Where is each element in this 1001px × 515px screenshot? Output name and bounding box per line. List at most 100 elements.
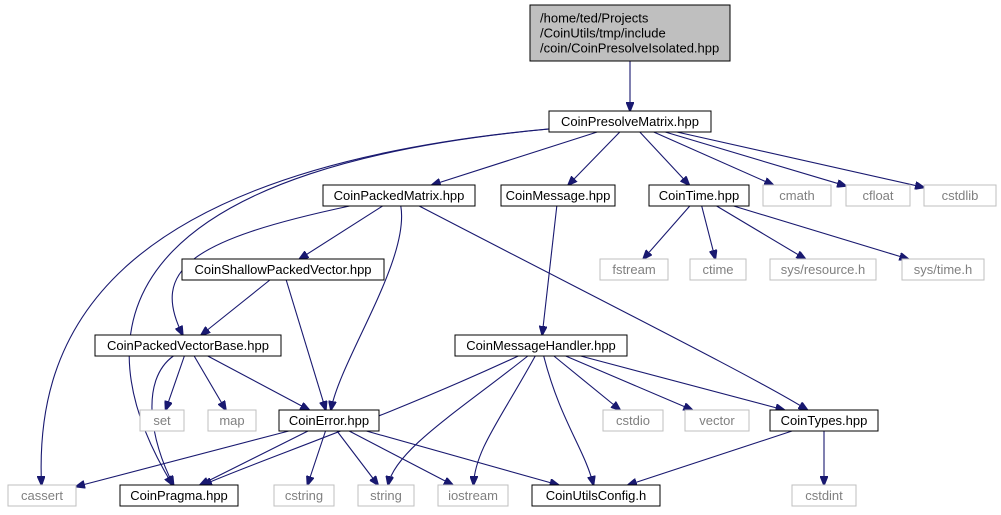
- node-types[interactable]: CoinTypes.hpp: [769, 409, 879, 432]
- node-box: [273, 484, 335, 507]
- node-label: cstring: [285, 488, 323, 503]
- edge-shallow_packed_vector-to-error: [285, 279, 326, 410]
- node-label: CoinTime.hpp: [659, 188, 739, 203]
- edge-presolve_matrix-to-packed_matrix: [432, 131, 598, 185]
- edge-time-to-sys_time: [733, 205, 909, 259]
- node-cstdio: cstdio: [602, 409, 664, 432]
- node-label: cmath: [779, 188, 814, 203]
- node-box: [923, 184, 997, 207]
- node-box: [689, 258, 747, 281]
- node-pragma[interactable]: CoinPragma.hpp: [119, 484, 239, 507]
- node-box: [684, 409, 750, 432]
- edge-message_handler-to-string: [388, 355, 529, 485]
- node-message[interactable]: CoinMessage.hpp: [500, 184, 616, 207]
- node-error[interactable]: CoinError.hpp: [278, 409, 380, 432]
- node-time[interactable]: CoinTime.hpp: [648, 184, 750, 207]
- edge-error-to-string: [336, 430, 378, 485]
- node-box: [454, 334, 628, 357]
- node-box: [531, 484, 661, 507]
- edge-message_handler-to-pragma: [203, 355, 519, 485]
- edge-message_handler-to-utils_config: [543, 355, 594, 485]
- node-presolve-matrix[interactable]: CoinPresolveMatrix.hpp: [548, 110, 712, 133]
- edge-packed_matrix-to-shallow_packed_vector: [299, 205, 383, 259]
- node-box: [181, 258, 385, 281]
- node-label: CoinPresolveMatrix.hpp: [561, 114, 699, 129]
- node-label: ctime: [702, 262, 733, 277]
- node-label: cstdint: [805, 488, 843, 503]
- node-label: cstdlib: [942, 188, 979, 203]
- edge-packed_matrix-to-types: [418, 205, 807, 410]
- node-label: cstdio: [616, 413, 650, 428]
- node-box: [548, 110, 712, 133]
- node-packed-vector-base[interactable]: CoinPackedVectorBase.hpp: [94, 334, 282, 357]
- node-sys-time: sys/time.h: [901, 258, 985, 281]
- edge-packed_vector_base-to-map: [193, 355, 226, 410]
- node-label: CoinMessageHandler.hpp: [466, 338, 616, 353]
- node-box: [94, 334, 282, 357]
- edge-message_handler-to-types: [580, 355, 785, 410]
- node-label: CoinPragma.hpp: [130, 488, 228, 503]
- node-ctime: ctime: [689, 258, 747, 281]
- node-box: [207, 409, 257, 432]
- node-box: [602, 409, 664, 432]
- node-packed-matrix[interactable]: CoinPackedMatrix.hpp: [322, 184, 476, 207]
- node-fstream: fstream: [599, 258, 669, 281]
- node-message-handler[interactable]: CoinMessageHandler.hpp: [454, 334, 628, 357]
- edge-message_handler-to-iostream: [473, 355, 536, 485]
- edge-packed_matrix-to-error: [331, 205, 403, 410]
- node-box: [139, 409, 185, 432]
- node-label: vector: [699, 413, 735, 428]
- node-cstdlib: cstdlib: [923, 184, 997, 207]
- edge-presolve_matrix-to-cstdlib: [676, 131, 924, 187]
- node-box: [769, 409, 879, 432]
- node-label: CoinPackedMatrix.hpp: [334, 188, 465, 203]
- node-vector: vector: [684, 409, 750, 432]
- node-label: CoinTypes.hpp: [781, 413, 868, 428]
- node-label: iostream: [448, 488, 498, 503]
- node-label: /home/ted/Projects: [540, 11, 649, 26]
- edge-packed_vector_base-to-set: [166, 355, 185, 410]
- edge-error-to-cassert: [76, 430, 289, 487]
- node-box: [599, 258, 669, 281]
- node-cmath: cmath: [762, 184, 832, 207]
- edge-error-to-pragma: [200, 430, 309, 485]
- node-box: [845, 184, 911, 207]
- edge-packed_vector_base-to-error: [207, 355, 310, 410]
- edge-message_handler-to-cstdio: [553, 355, 620, 410]
- edge-message_handler-to-vector: [565, 355, 693, 410]
- node-label: CoinUtilsConfig.h: [546, 488, 646, 503]
- node-sys-resource: sys/resource.h: [769, 258, 877, 281]
- node-set: set: [139, 409, 185, 432]
- node-cstring: cstring: [273, 484, 335, 507]
- node-box: [322, 184, 476, 207]
- edge-presolve_matrix-to-message: [568, 131, 621, 185]
- edge-layer: [41, 61, 924, 487]
- node-box: [119, 484, 239, 507]
- node-label: CoinError.hpp: [289, 413, 369, 428]
- node-label: sys/resource.h: [781, 262, 866, 277]
- node-string: string: [357, 484, 415, 507]
- node-box: [648, 184, 750, 207]
- node-label: sys/time.h: [914, 262, 973, 277]
- edge-presolve_matrix-to-cfloat: [665, 131, 846, 186]
- node-shallow-packed-vector[interactable]: CoinShallowPackedVector.hpp: [181, 258, 385, 281]
- node-label: fstream: [612, 262, 655, 277]
- node-label: cfloat: [862, 188, 893, 203]
- node-box: [357, 484, 415, 507]
- node-box: [437, 484, 509, 507]
- node-box: [278, 409, 380, 432]
- node-box: [7, 484, 77, 507]
- node-iostream: iostream: [437, 484, 509, 507]
- node-cstdint: cstdint: [791, 484, 857, 507]
- edge-message-to-message_handler: [542, 205, 558, 335]
- edge-presolve_matrix-to-cassert: [41, 128, 550, 485]
- edge-presolve_matrix-to-time: [639, 131, 689, 185]
- node-box: [500, 184, 616, 207]
- edge-error-to-iostream: [348, 430, 453, 485]
- edge-types-to-utils_config: [628, 430, 793, 485]
- edge-error-to-utils_config: [366, 430, 558, 485]
- node-root: /home/ted/Projects/CoinUtils/tmp/include…: [529, 4, 731, 62]
- node-label: map: [219, 413, 244, 428]
- node-utils-config[interactable]: CoinUtilsConfig.h: [531, 484, 661, 507]
